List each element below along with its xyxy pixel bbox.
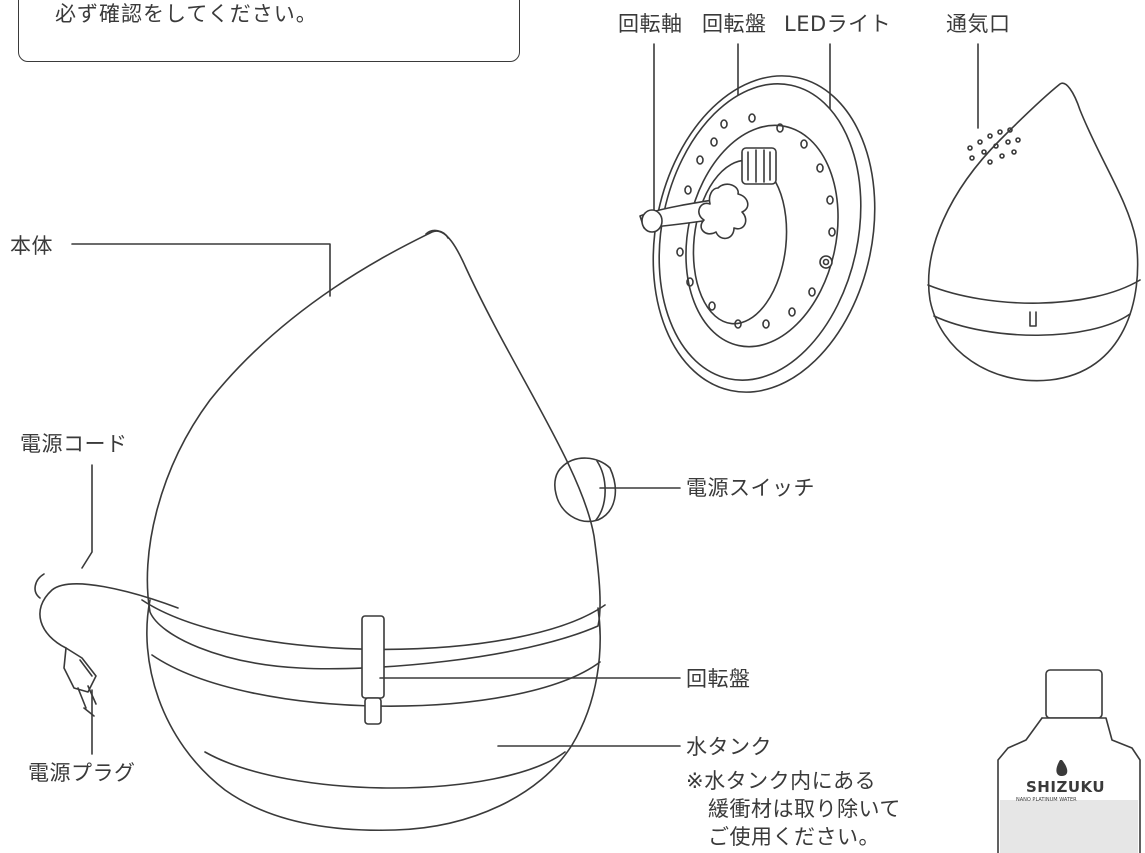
tank-note-line-1: ※水タンク内にある: [686, 769, 877, 793]
bottle-drawing: [997, 669, 1141, 853]
label-power-switch: 電源スイッチ: [686, 476, 815, 500]
power-switch-knob: [554, 457, 617, 523]
power-cord: [39, 583, 179, 649]
main-body-shell: [146, 230, 601, 670]
disc-spindle: [361, 615, 385, 699]
nozzle-tip: [425, 229, 449, 239]
bottle-subtitle: NANO PLATINUM WATER: [1016, 797, 1077, 803]
label-power-cord: 電源コード: [20, 432, 128, 456]
main-unit-drawing: [34, 229, 617, 832]
power-plug-drawing: [63, 647, 97, 717]
label-power-plug: 電源プラグ: [28, 761, 136, 785]
bottle-brand: SHIZUKU: [1026, 778, 1106, 796]
leader-body: [71, 243, 331, 297]
tank-band-lower: [204, 751, 566, 789]
notice-box: 必ず確認をしてください。: [18, 0, 520, 62]
label-vent: 通気口: [946, 12, 1011, 36]
label-rotation-axis: 回転軸: [618, 12, 683, 36]
label-main-body: 本体: [10, 234, 53, 258]
tank-note-line-3: ご使用ください。: [708, 825, 880, 849]
tank-band-middle: [151, 654, 601, 707]
notice-text: 必ず確認をしてください。: [55, 2, 318, 26]
tank-note-line-2: 緩衝材は取り除いて: [708, 797, 901, 821]
water-tank-bowl: [146, 599, 601, 832]
vent-holes: [967, 127, 1021, 165]
label-rotating-disc: 回転盤: [686, 667, 751, 691]
rotating-disc-unit-drawing: [639, 75, 876, 393]
vent-view-drawing: [927, 82, 1141, 382]
label-water-tank: 水タンク: [686, 735, 772, 759]
label-rotating-disc-top: 回転盤: [702, 12, 767, 36]
label-led-light: LEDライト: [784, 12, 892, 36]
leader-cord: [81, 464, 93, 569]
